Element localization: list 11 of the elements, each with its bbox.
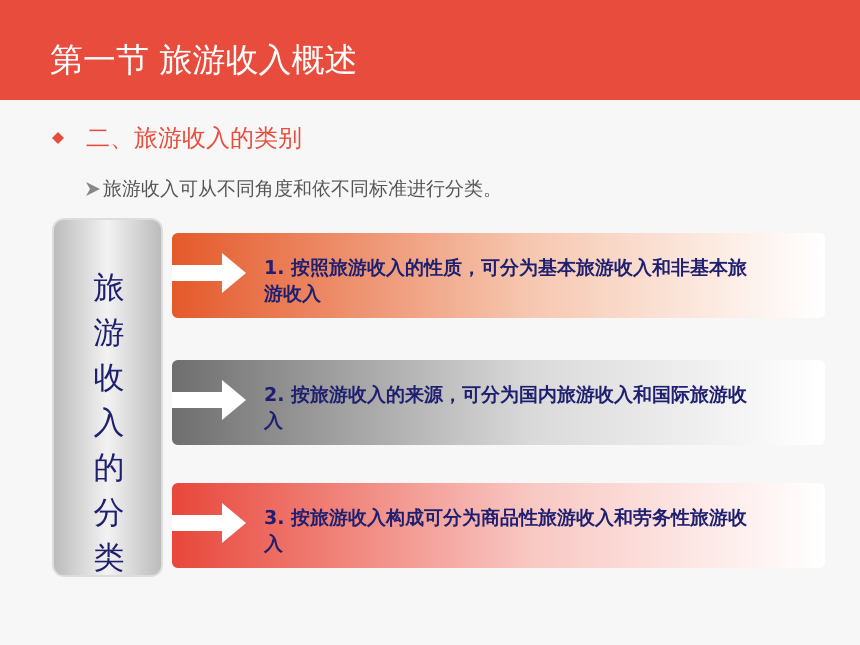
category-text: 2. 按旅游收入的来源，可分为国内旅游收入和国际旅游收入: [264, 383, 748, 434]
vertical-heading: 旅游收入的分类: [92, 269, 126, 578]
category-box: [52, 218, 163, 577]
category-text: 1. 按照旅游收入的性质，可分为基本旅游收入和非基本旅游收入: [264, 256, 748, 307]
category-text: 3. 按旅游收入构成可分为商品性旅游收入和劳务性旅游收入: [264, 506, 748, 557]
category-band: [172, 233, 825, 318]
category-band: [172, 483, 825, 568]
body-text: 旅游收入可从不同角度和依不同标准进行分类。: [103, 177, 502, 202]
section-heading: 二、旅游收入的类别: [86, 123, 302, 154]
category-band: [172, 360, 825, 445]
slide-title: 第一节 旅游收入概述: [50, 39, 358, 81]
